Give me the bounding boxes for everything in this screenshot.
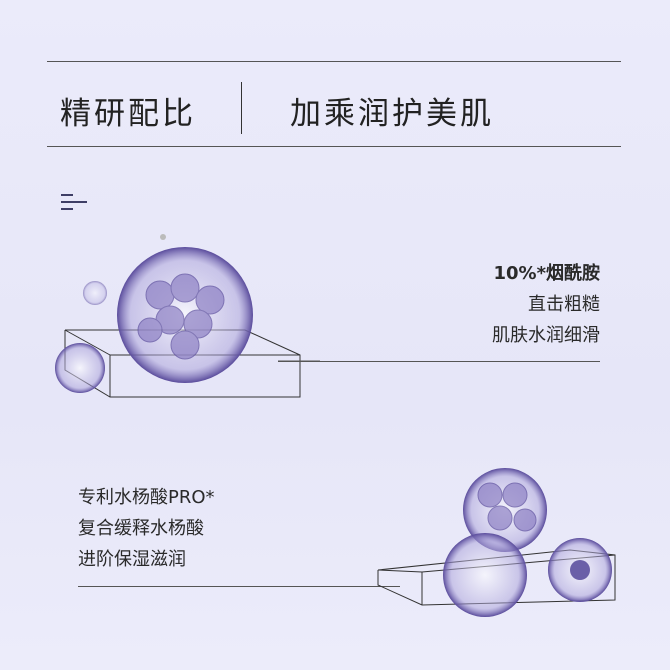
title-separator [241, 82, 242, 134]
feature1-text: 10%*烟酰胺 直击粗糙 肌肤水润细滑 [492, 258, 600, 351]
molecule-illustration-1 [55, 234, 320, 398]
feature2-text: 专利水杨酸PRO* 复合缓释水杨酸 进阶保湿滋润 [78, 482, 215, 575]
feature1-line-1: 10%*烟酰胺 [493, 263, 601, 284]
top-divider [47, 61, 621, 62]
feature1-line-3: 肌肤水润细滑 [492, 325, 600, 346]
feature2-line-1: 专利水杨酸PRO* [78, 487, 215, 508]
feature2-line [78, 586, 400, 587]
title-left: 精研配比 [60, 96, 196, 132]
menu-lines-icon [61, 194, 87, 210]
feature2-line-2: 复合缓释水杨酸 [78, 518, 204, 539]
title-right: 加乘润护美肌 [290, 96, 494, 132]
feature1-line [278, 361, 600, 362]
molecule-illustration-2 [377, 468, 616, 617]
feature1-line-2: 直击粗糙 [528, 294, 600, 315]
bottom-divider [47, 146, 621, 147]
feature2-line-3: 进阶保湿滋润 [78, 549, 186, 570]
